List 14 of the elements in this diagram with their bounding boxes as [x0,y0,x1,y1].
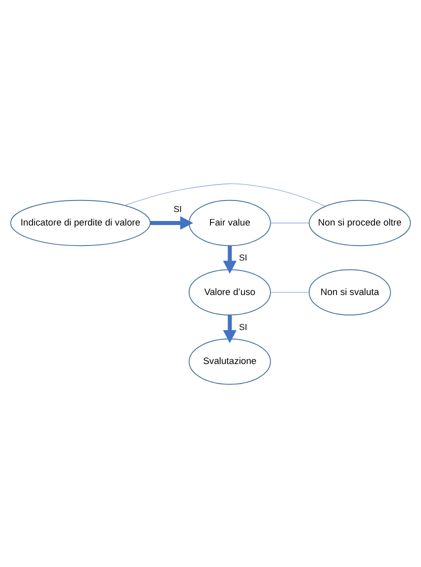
node-ellipse: Non si svaluta [308,268,391,315]
arrow [222,245,237,274]
connector [124,182,326,206]
node-ellipse: Svalutazione [188,338,271,384]
node-ellipse: Fair value [188,199,271,246]
edge-label: SI [238,252,248,262]
edge-label: SI [238,321,248,332]
arrow [222,314,237,343]
edge-label: SI [174,203,182,214]
node-ellipse: Indicatore di perdite di valore [10,199,151,246]
arrow [150,216,194,230]
node-ellipse: Non si procede oltre [308,199,411,246]
connector [270,222,310,223]
node-ellipse: Valore d’uso [188,268,271,315]
